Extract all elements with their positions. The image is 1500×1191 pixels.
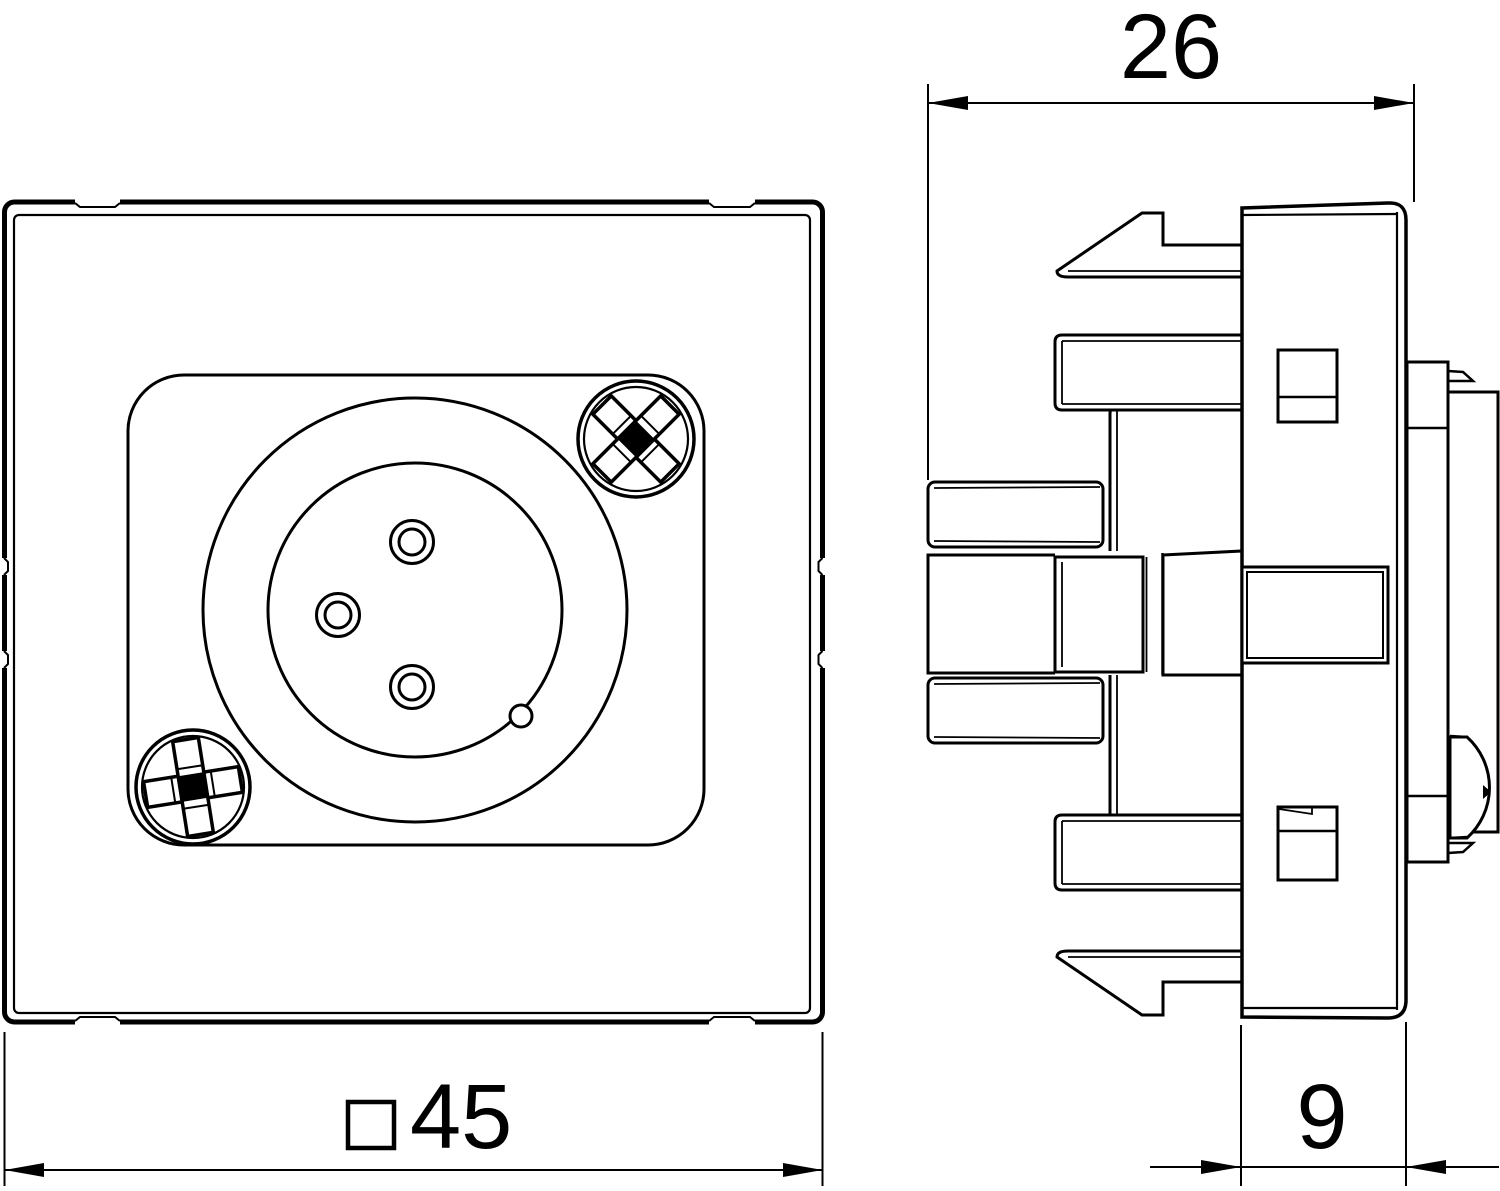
dimension-label-45: 45 xyxy=(410,1066,512,1168)
plate-window-bottom xyxy=(1276,805,1339,882)
keyway-notch xyxy=(508,703,534,729)
xlr-pin-2 xyxy=(315,592,361,638)
long-prong-upper xyxy=(926,480,1105,549)
rear-tab-bottom xyxy=(1446,841,1477,855)
xlr-flange-circle xyxy=(201,396,629,824)
edge-notches xyxy=(0,197,826,1027)
claw-top xyxy=(1055,211,1244,279)
front-plate-inner xyxy=(12,213,812,1015)
center-tab xyxy=(926,549,1244,677)
screw-bottom-left xyxy=(134,728,252,846)
square-symbol xyxy=(345,1099,397,1151)
connector-recess xyxy=(126,373,706,847)
xlr-insert-circle xyxy=(266,461,564,759)
dimension-front-square: 45 xyxy=(3,1032,824,1186)
dimension-plate-depth: 9 xyxy=(1150,1022,1499,1186)
short-prong-lower xyxy=(1053,813,1242,892)
xlr-pin-1 xyxy=(389,519,435,565)
side-view xyxy=(926,201,1500,1020)
side-screw-head xyxy=(1448,734,1491,840)
long-prong-lower xyxy=(926,676,1105,745)
dimension-label-26: 26 xyxy=(1120,0,1222,98)
dimension-overall-depth: 26 xyxy=(927,0,1415,480)
plate-slot xyxy=(1240,565,1390,665)
rear-bar xyxy=(1405,360,1450,864)
dimension-label-9: 9 xyxy=(1296,1066,1347,1168)
claw-bottom xyxy=(1055,949,1244,1017)
plate-window-top xyxy=(1276,348,1339,424)
xlr-pin-3 xyxy=(389,664,435,710)
rear-tab-top xyxy=(1446,369,1477,383)
screw-top-right xyxy=(576,379,696,499)
short-prong-upper xyxy=(1053,333,1242,412)
front-view xyxy=(0,197,826,1027)
